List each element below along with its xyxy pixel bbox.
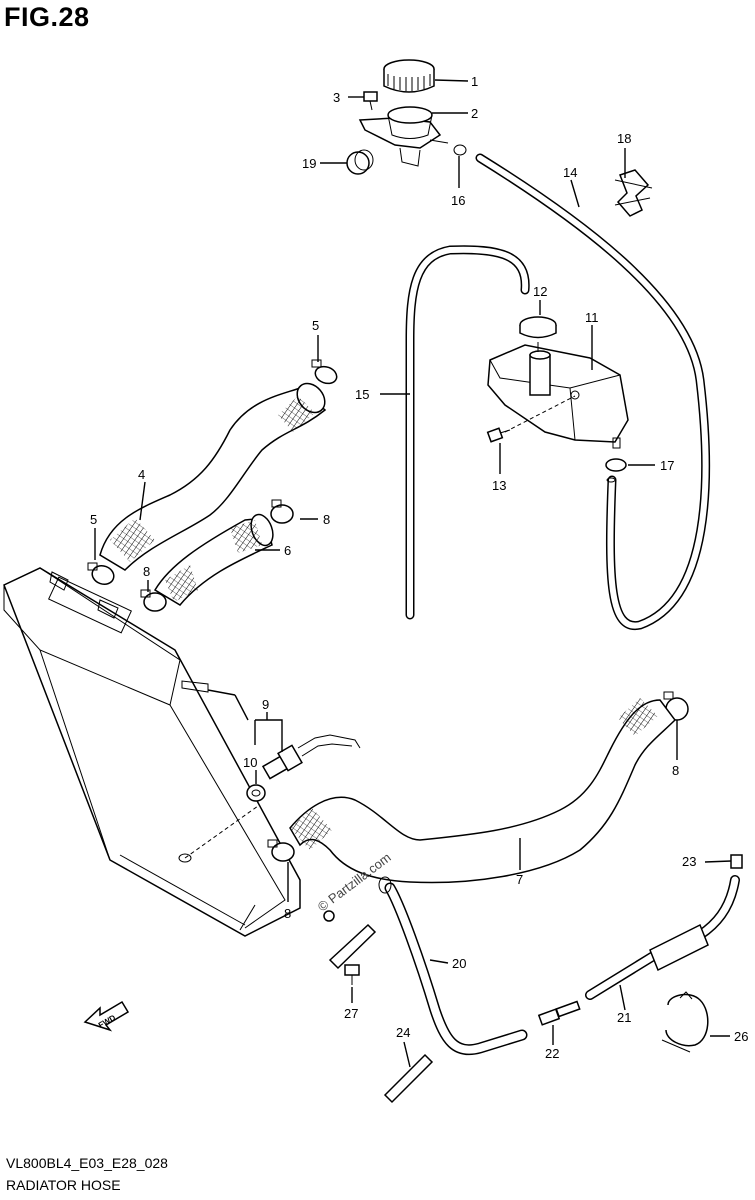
callout-10: 10 <box>243 755 257 770</box>
callout-5-lower: 5 <box>90 512 97 527</box>
callout-16: 16 <box>451 193 465 208</box>
callout-24: 24 <box>396 1025 410 1040</box>
leader-lines <box>94 79 732 1068</box>
bracket-24 <box>383 1053 434 1104</box>
callout-17: 17 <box>660 458 674 473</box>
radiator <box>3 567 301 937</box>
clamp-8-a <box>270 499 294 524</box>
clamp-8-d <box>267 839 295 862</box>
callout-11: 11 <box>585 310 599 325</box>
callout-6: 6 <box>284 543 291 558</box>
hose-clip-18 <box>614 169 653 217</box>
callout-4: 4 <box>138 467 145 482</box>
callout-14: 14 <box>563 165 577 180</box>
bracket-27 <box>323 910 377 985</box>
cap-23 <box>730 854 743 869</box>
thermo-switch-9 <box>261 734 361 780</box>
joint-22 <box>537 1000 581 1026</box>
callout-1: 1 <box>471 74 478 89</box>
hose-6 <box>153 513 274 606</box>
filler-cap-assembly <box>346 59 467 175</box>
callout-27: 27 <box>344 1006 358 1021</box>
breather-hose-15 <box>405 245 530 620</box>
callout-8-d: 8 <box>284 906 291 921</box>
callout-18: 18 <box>617 131 631 146</box>
water-pipe-21 <box>585 875 740 1000</box>
clamp-8-b <box>140 589 167 612</box>
clamp-17 <box>605 458 627 472</box>
clamp-5-lower <box>87 562 115 586</box>
callout-5-upper: 5 <box>312 318 319 333</box>
callout-21: 21 <box>617 1010 631 1025</box>
callout-8-c: 8 <box>672 763 679 778</box>
overflow-hose-14 <box>475 153 711 631</box>
reservoir-tank <box>487 316 629 449</box>
callout-12: 12 <box>533 284 547 299</box>
upper-hose-4 <box>99 382 327 571</box>
clamp-5-upper <box>311 359 338 385</box>
callout-3: 3 <box>333 90 340 105</box>
figure-title: FIG.28 <box>4 2 90 32</box>
lower-hose-7 <box>289 698 676 884</box>
callout-2: 2 <box>471 106 478 121</box>
callout-26: 26 <box>734 1029 748 1044</box>
callout-9: 9 <box>262 697 269 712</box>
callout-8-b: 8 <box>143 564 150 579</box>
figure-name: RADIATOR HOSE <box>6 1177 121 1193</box>
callout-8-a: 8 <box>323 512 330 527</box>
callout-22: 22 <box>545 1046 559 1061</box>
figure-code: VL800BL4_E03_E28_028 <box>6 1155 168 1171</box>
callout-20: 20 <box>452 956 466 971</box>
clamp-26 <box>661 991 709 1053</box>
callout-7: 7 <box>516 872 523 887</box>
callout-15: 15 <box>355 387 369 402</box>
callout-23: 23 <box>682 854 696 869</box>
callout-labels: 1 2 3 4 5 5 6 7 8 8 8 8 9 10 11 12 13 14… <box>90 74 748 1061</box>
front-direction-arrow-icon: FWD <box>83 1000 130 1032</box>
callout-19: 19 <box>302 156 316 171</box>
washer-10 <box>246 784 266 802</box>
callout-13: 13 <box>492 478 506 493</box>
bolt-13 <box>486 427 511 443</box>
bypass-hose-20 <box>378 876 528 1056</box>
